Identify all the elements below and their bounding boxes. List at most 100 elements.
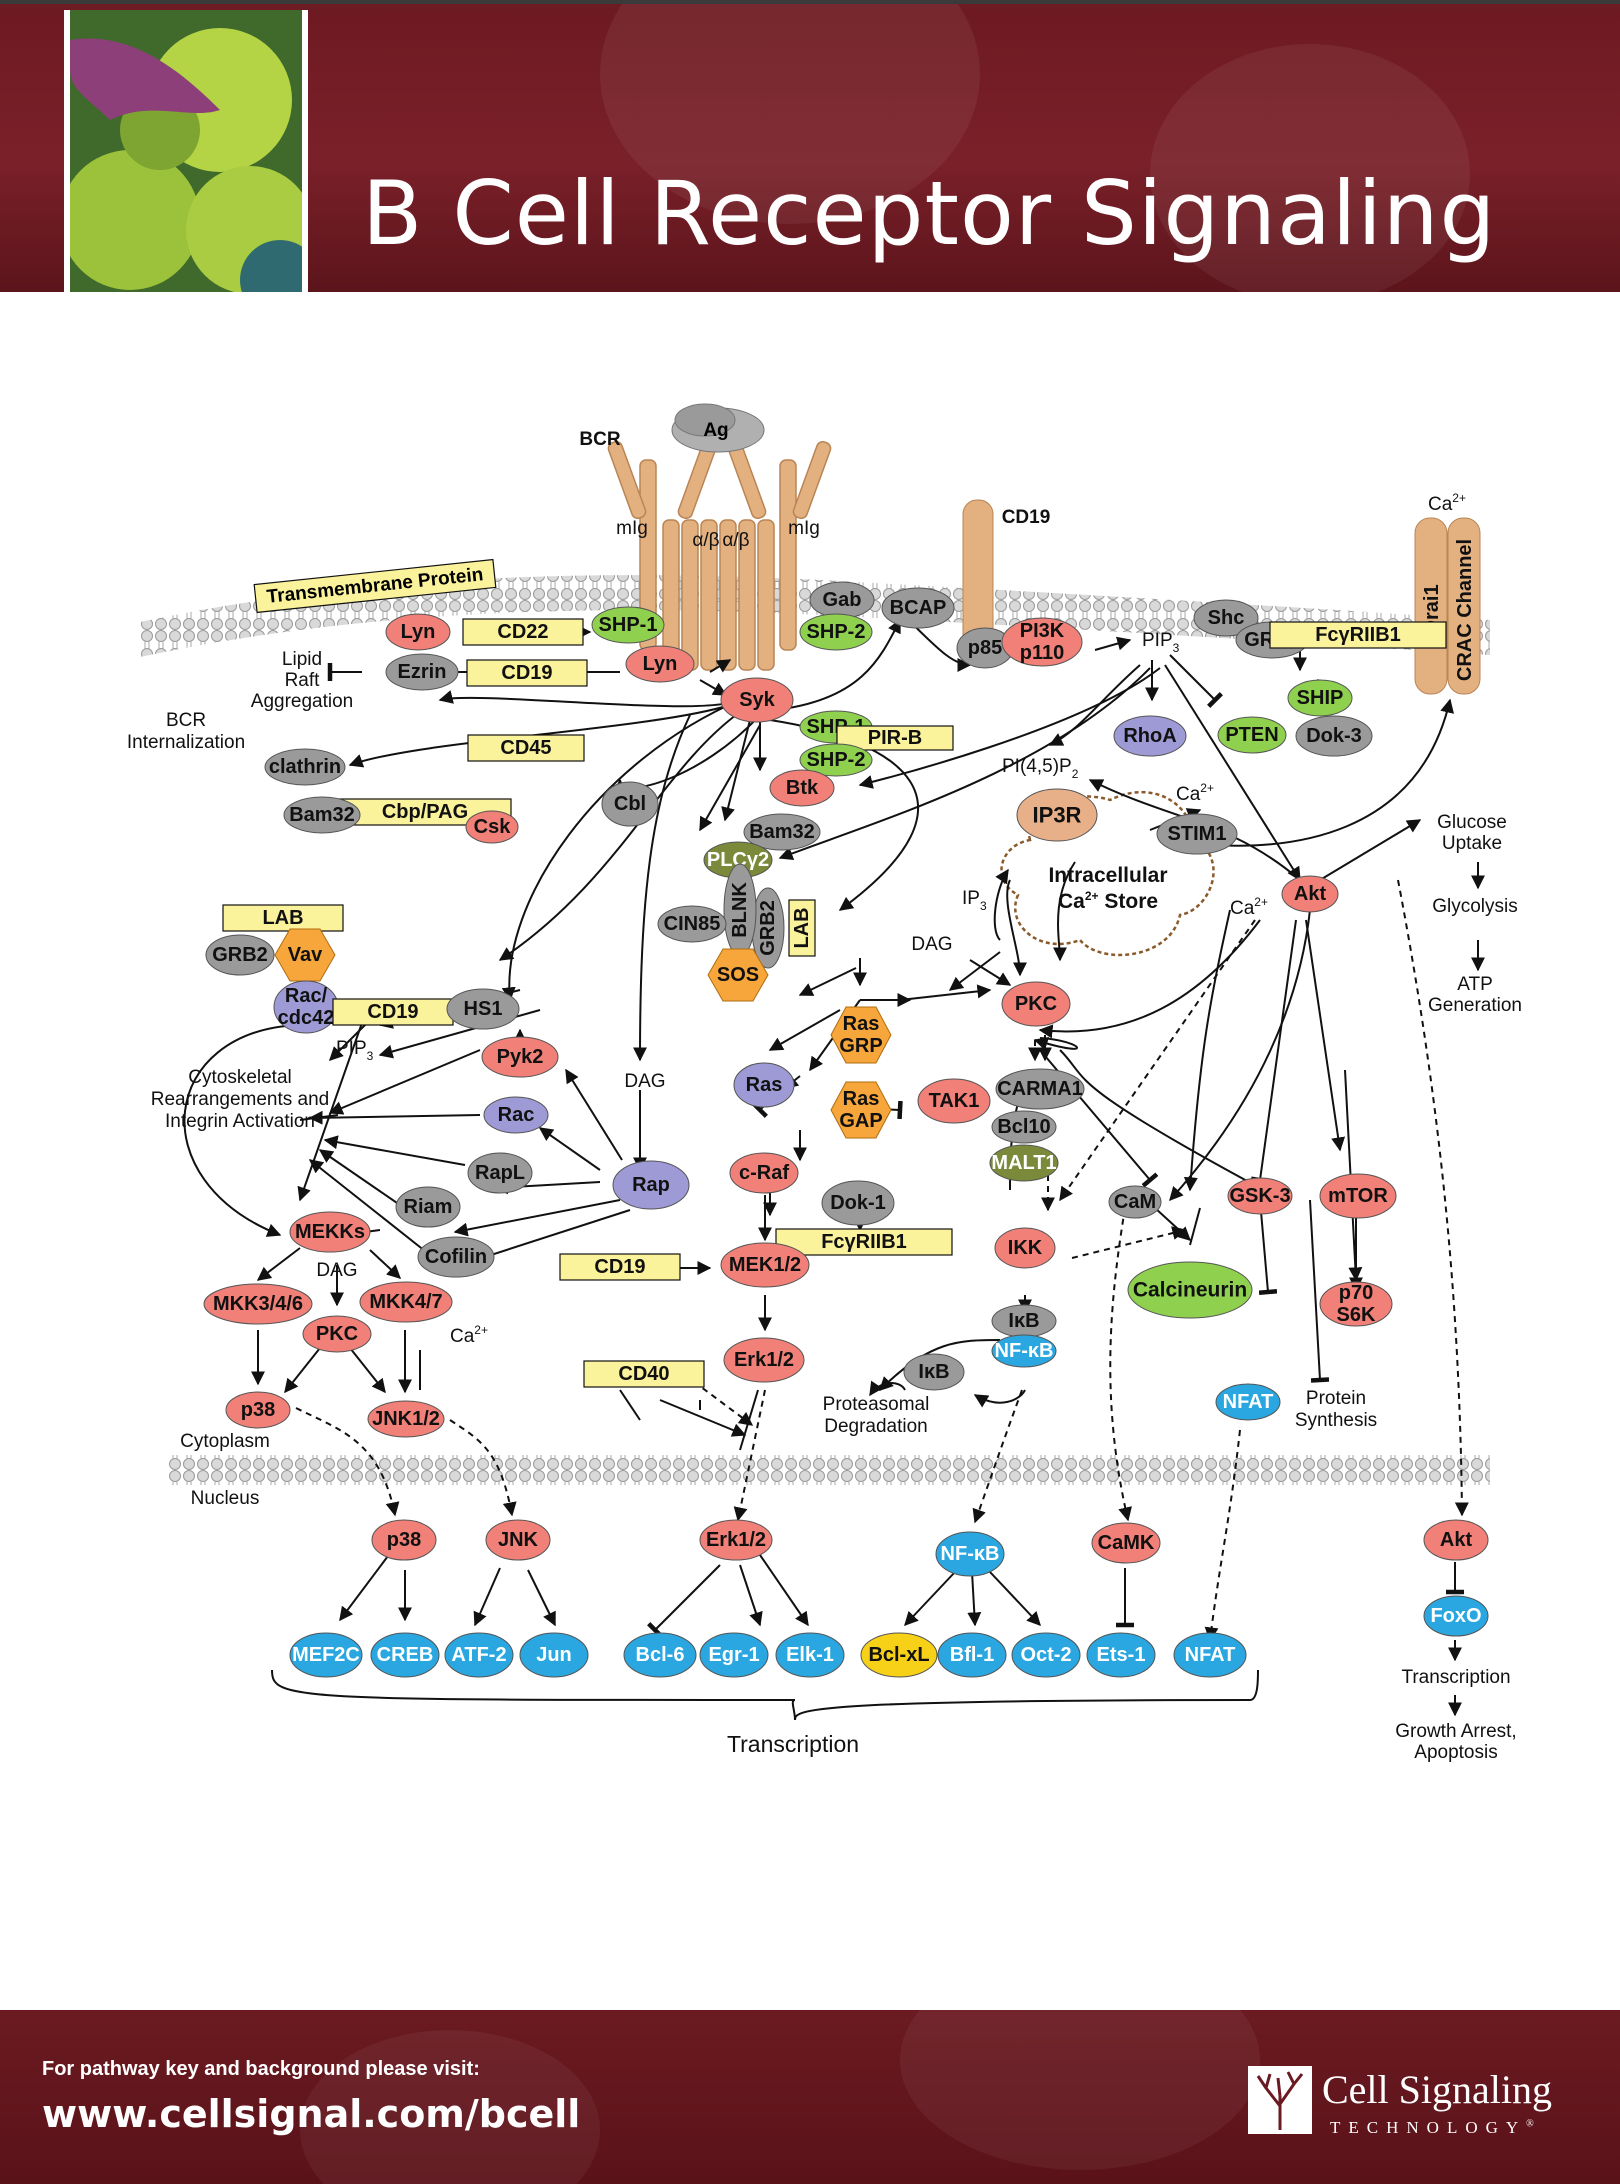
node-stim1[interactable]: STIM1 [1156,813,1238,855]
node-mkk47[interactable]: MKK4/7 [359,1281,453,1323]
node-shc[interactable]: Shc [1193,599,1259,637]
node-foxo[interactable]: FoxO [1423,1595,1489,1637]
pathway-diagram: BCR mIg mIg α/β α/β CD19 Ca2+ Orai1 CRAC… [127,403,1522,1763]
node-akt1[interactable]: Akt [1281,875,1339,913]
node-dok3[interactable]: Dok-3 [1295,715,1373,757]
node-p38b[interactable]: p38 [371,1519,437,1561]
node-cd22[interactable]: CD22 [462,618,584,646]
node-jnk[interactable]: JNK [485,1519,551,1561]
node-elk1[interactable]: Elk-1 [775,1632,845,1678]
node-cbl[interactable]: Cbl [601,781,659,827]
node-ikb2[interactable]: IκB [903,1353,965,1391]
node-p38a[interactable]: p38 [225,1391,291,1429]
node-vav[interactable]: Vav [274,928,336,982]
node-ship[interactable]: SHIP [1287,679,1353,717]
node-rapl[interactable]: RapL [467,1152,533,1194]
node-bcl10[interactable]: Bcl10 [991,1110,1057,1144]
node-bcap[interactable]: BCAP [881,587,955,629]
node-atf2[interactable]: ATF-2 [444,1632,514,1678]
node-pirb[interactable]: PIR-B [836,725,954,751]
node-egr1[interactable]: Egr-1 [699,1632,769,1678]
node-mkk346[interactable]: MKK3/4/6 [203,1283,313,1325]
node-ezrin[interactable]: Ezrin [385,653,459,691]
node-pten[interactable]: PTEN [1217,716,1287,754]
node-lyn1[interactable]: Lyn [385,613,451,651]
node-lab1[interactable]: LAB [788,899,816,957]
node-craf[interactable]: c-Raf [729,1152,799,1194]
node-bam32b[interactable]: Bam32 [743,813,821,851]
node-lyn2[interactable]: Lyn [625,645,695,683]
node-riam[interactable]: Riam [395,1186,461,1228]
node-mek[interactable]: MEK1/2 [720,1242,810,1288]
node-nfkb2[interactable]: NF-κB [935,1531,1005,1577]
node-pkc1[interactable]: PKC [1001,981,1071,1027]
node-oct2[interactable]: Oct-2 [1011,1632,1081,1678]
node-cin85[interactable]: CIN85 [657,905,727,943]
node-erk2[interactable]: Erk1/2 [699,1519,773,1561]
node-ikk[interactable]: IKK [994,1227,1056,1269]
node-cd40[interactable]: CD40 [583,1360,705,1388]
node-carma1[interactable]: CARMA1 [995,1068,1085,1110]
node-cd19a[interactable]: CD19 [466,659,588,687]
node-mtor[interactable]: mTOR [1319,1173,1397,1219]
node-tak1[interactable]: TAK1 [917,1078,991,1124]
node-clathrin[interactable]: clathrin [264,748,346,786]
node-rhoa[interactable]: RhoA [1113,715,1187,757]
node-gsk3[interactable]: GSK-3 [1227,1177,1293,1215]
node-calcineurin[interactable]: Calcineurin [1127,1261,1253,1319]
node-cd45[interactable]: CD45 [467,734,585,762]
node-nfkb1[interactable]: NF-κB [991,1334,1057,1368]
node-blnk[interactable]: BLNK [723,863,757,957]
node-bcl6[interactable]: Bcl-6 [623,1632,697,1678]
node-sos[interactable]: SOS [707,948,769,1002]
node-mekks[interactable]: MEKKs [289,1211,371,1253]
node-lab2[interactable]: LAB [222,904,344,932]
node-camk[interactable]: CaMK [1091,1522,1161,1564]
node-grb2b[interactable]: GRB2 [751,887,785,969]
pathway-url-link[interactable]: www.cellsignal.com/bcell [42,2092,581,2136]
node-bclxl[interactable]: Bcl-xL [860,1632,938,1678]
node-erk1[interactable]: Erk1/2 [723,1337,805,1383]
node-shp1a[interactable]: SHP-1 [591,606,665,644]
node-hs1[interactable]: HS1 [446,988,520,1030]
node-ras[interactable]: Ras [733,1062,795,1108]
node-ip3r[interactable]: IP3R [1016,788,1098,842]
node-dok1[interactable]: Dok-1 [821,1180,895,1226]
node-ets1[interactable]: Ets-1 [1086,1632,1156,1678]
node-csk[interactable]: Csk [465,810,519,844]
node-creb[interactable]: CREB [370,1632,440,1678]
node-btk[interactable]: Btk [769,769,835,807]
node-pkc2[interactable]: PKC [302,1315,372,1353]
node-rap[interactable]: Rap [612,1160,690,1210]
node-cofilin[interactable]: Cofilin [417,1236,495,1278]
node-fcgr1[interactable]: FcγRIIB1 [1269,621,1447,649]
node-shp2b[interactable]: SHP-2 [799,743,873,777]
node-gab[interactable]: Gab [809,581,875,619]
node-cam[interactable]: CaM [1108,1185,1162,1219]
node-rac[interactable]: Rac [483,1096,549,1134]
node-bfl1[interactable]: Bfl-1 [937,1632,1007,1678]
node-ikb1[interactable]: IκB [991,1304,1057,1338]
node-fcgr2[interactable]: FcγRIIB1 [775,1228,953,1256]
node-nfat1[interactable]: NFAT [1215,1383,1281,1421]
node-shp2a[interactable]: SHP-2 [799,613,873,651]
node-bam32a[interactable]: Bam32 [283,796,361,834]
node-cd19c[interactable]: CD19 [559,1253,681,1281]
node-cd19b[interactable]: CD19 [332,998,454,1026]
node-mef2c[interactable]: MEF2C [289,1632,363,1678]
node-nfat2[interactable]: NFAT [1173,1632,1247,1678]
node-pyk2[interactable]: Pyk2 [481,1036,559,1078]
node-jnk12[interactable]: JNK1/2 [367,1400,445,1438]
node-plcg2[interactable]: PLCγ2 [703,841,773,879]
node-jun[interactable]: Jun [519,1632,589,1678]
node-malt1[interactable]: MALT1 [989,1144,1059,1182]
node-syk[interactable]: Syk [720,677,794,723]
node-p85[interactable]: p85 [956,627,1014,669]
node-grb2c[interactable]: GRB2 [205,934,275,976]
node-rac_cdc[interactable]: Rac/cdc42 [273,980,339,1034]
node-akt2[interactable]: Akt [1423,1519,1489,1561]
